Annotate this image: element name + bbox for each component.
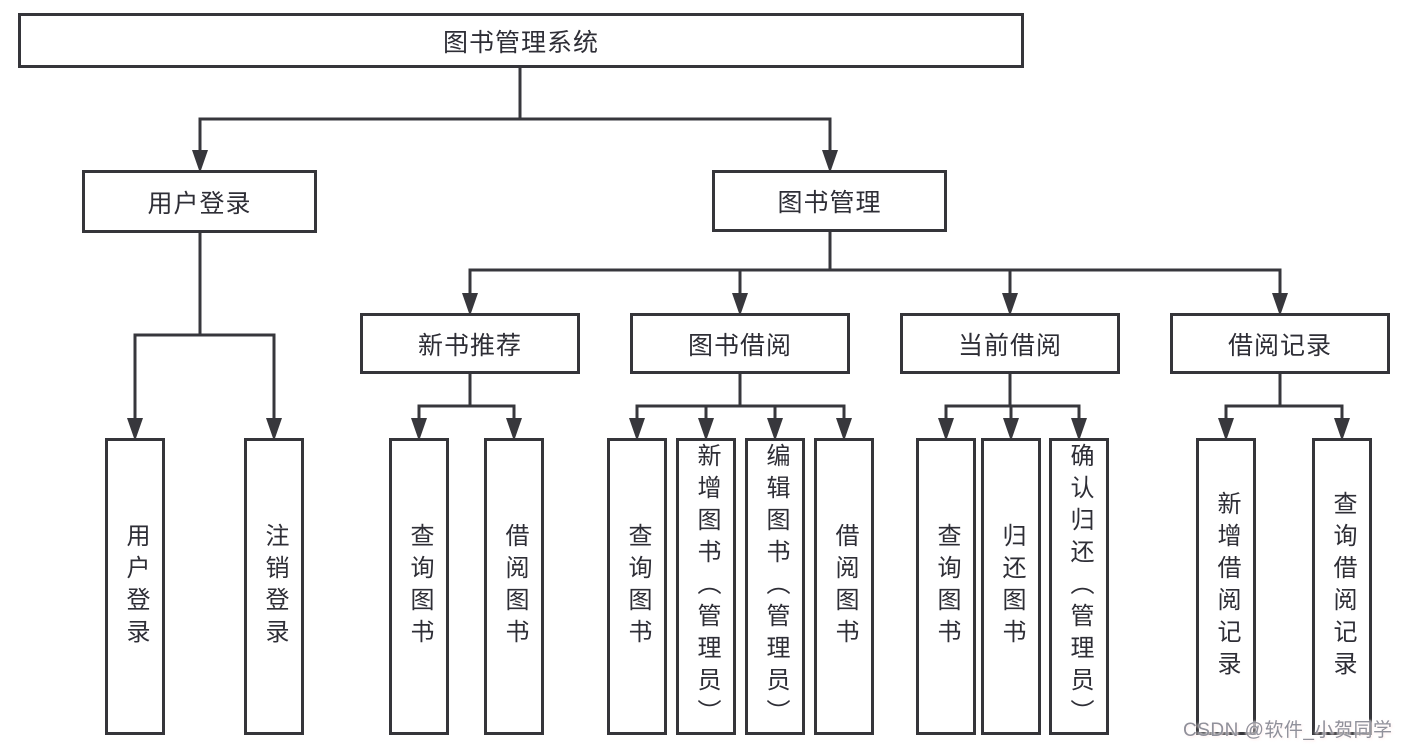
arrowhead-icon	[1218, 418, 1234, 441]
leaf-label: 查询图书	[624, 522, 651, 651]
leaf-label: 查询图书	[406, 522, 433, 651]
node-leaf-borrow-books-recommend: 借阅图书	[484, 438, 544, 735]
node-leaf-query-books-borrow: 查询图书	[607, 438, 667, 735]
leaf-label: 注销登录	[261, 522, 288, 651]
arrowhead-icon	[127, 418, 143, 441]
arrowhead-icon	[767, 418, 783, 441]
arrowhead-icon	[1272, 293, 1288, 316]
leaf-label: 借阅图书	[501, 522, 528, 651]
arrowhead-icon	[506, 418, 522, 441]
node-leaf-borrow-books: 借阅图书	[814, 438, 874, 735]
arrowhead-icon	[411, 418, 427, 441]
leaf-label: 查询借阅记录	[1329, 490, 1356, 683]
arrowhead-group	[127, 150, 1350, 441]
node-borrowing-records: 借阅记录	[1170, 313, 1390, 374]
node-leaf-query-borrow-record: 查询借阅记录	[1312, 438, 1372, 735]
leaf-label: 确认归还（管理员）	[1066, 442, 1093, 731]
node-library-management-system: 图书管理系统	[18, 13, 1024, 68]
leaf-label: 用户登录	[122, 522, 149, 651]
arrowhead-icon	[462, 293, 478, 316]
leaf-label: 编辑图书（管理员）	[762, 442, 789, 731]
leaf-label: 新增图书（管理员）	[693, 442, 720, 731]
node-leaf-add-borrow-record: 新增借阅记录	[1196, 438, 1256, 735]
node-leaf-confirm-return-admin: 确认归还（管理员）	[1049, 438, 1109, 735]
arrowhead-icon	[1334, 418, 1350, 441]
arrowhead-icon	[266, 418, 282, 441]
arrowhead-icon	[732, 293, 748, 316]
arrowhead-icon	[192, 150, 208, 173]
node-user-login: 用户登录	[82, 170, 317, 233]
arrowhead-icon	[1002, 293, 1018, 316]
arrowhead-icon	[822, 150, 838, 173]
arrowhead-icon	[629, 418, 645, 441]
node-leaf-query-books-current: 查询图书	[916, 438, 976, 735]
arrowhead-icon	[698, 418, 714, 441]
node-leaf-add-books-admin: 新增图书（管理员）	[676, 438, 736, 735]
node-current-borrowing: 当前借阅	[900, 313, 1120, 374]
node-leaf-query-books-recommend: 查询图书	[389, 438, 449, 735]
arrowhead-icon	[1003, 418, 1019, 441]
watermark: CSDN @软件_小贺同学	[1183, 720, 1393, 741]
node-leaf-return-books: 归还图书	[981, 438, 1041, 735]
tree-branch-lines	[133, 66, 1344, 422]
leaf-label: 归还图书	[998, 522, 1025, 651]
node-leaf-user-login: 用户登录	[105, 438, 165, 735]
node-book-management: 图书管理	[712, 170, 947, 232]
arrowhead-icon	[1071, 418, 1087, 441]
arrowhead-icon	[836, 418, 852, 441]
node-leaf-edit-books-admin: 编辑图书（管理员）	[745, 438, 805, 735]
node-new-book-recommendation: 新书推荐	[360, 313, 580, 374]
leaf-label: 新增借阅记录	[1213, 490, 1240, 683]
leaf-label: 借阅图书	[831, 522, 858, 651]
node-leaf-logout: 注销登录	[244, 438, 304, 735]
node-book-borrowing: 图书借阅	[630, 313, 850, 374]
arrowhead-icon	[938, 418, 954, 441]
leaf-label: 查询图书	[933, 522, 960, 651]
